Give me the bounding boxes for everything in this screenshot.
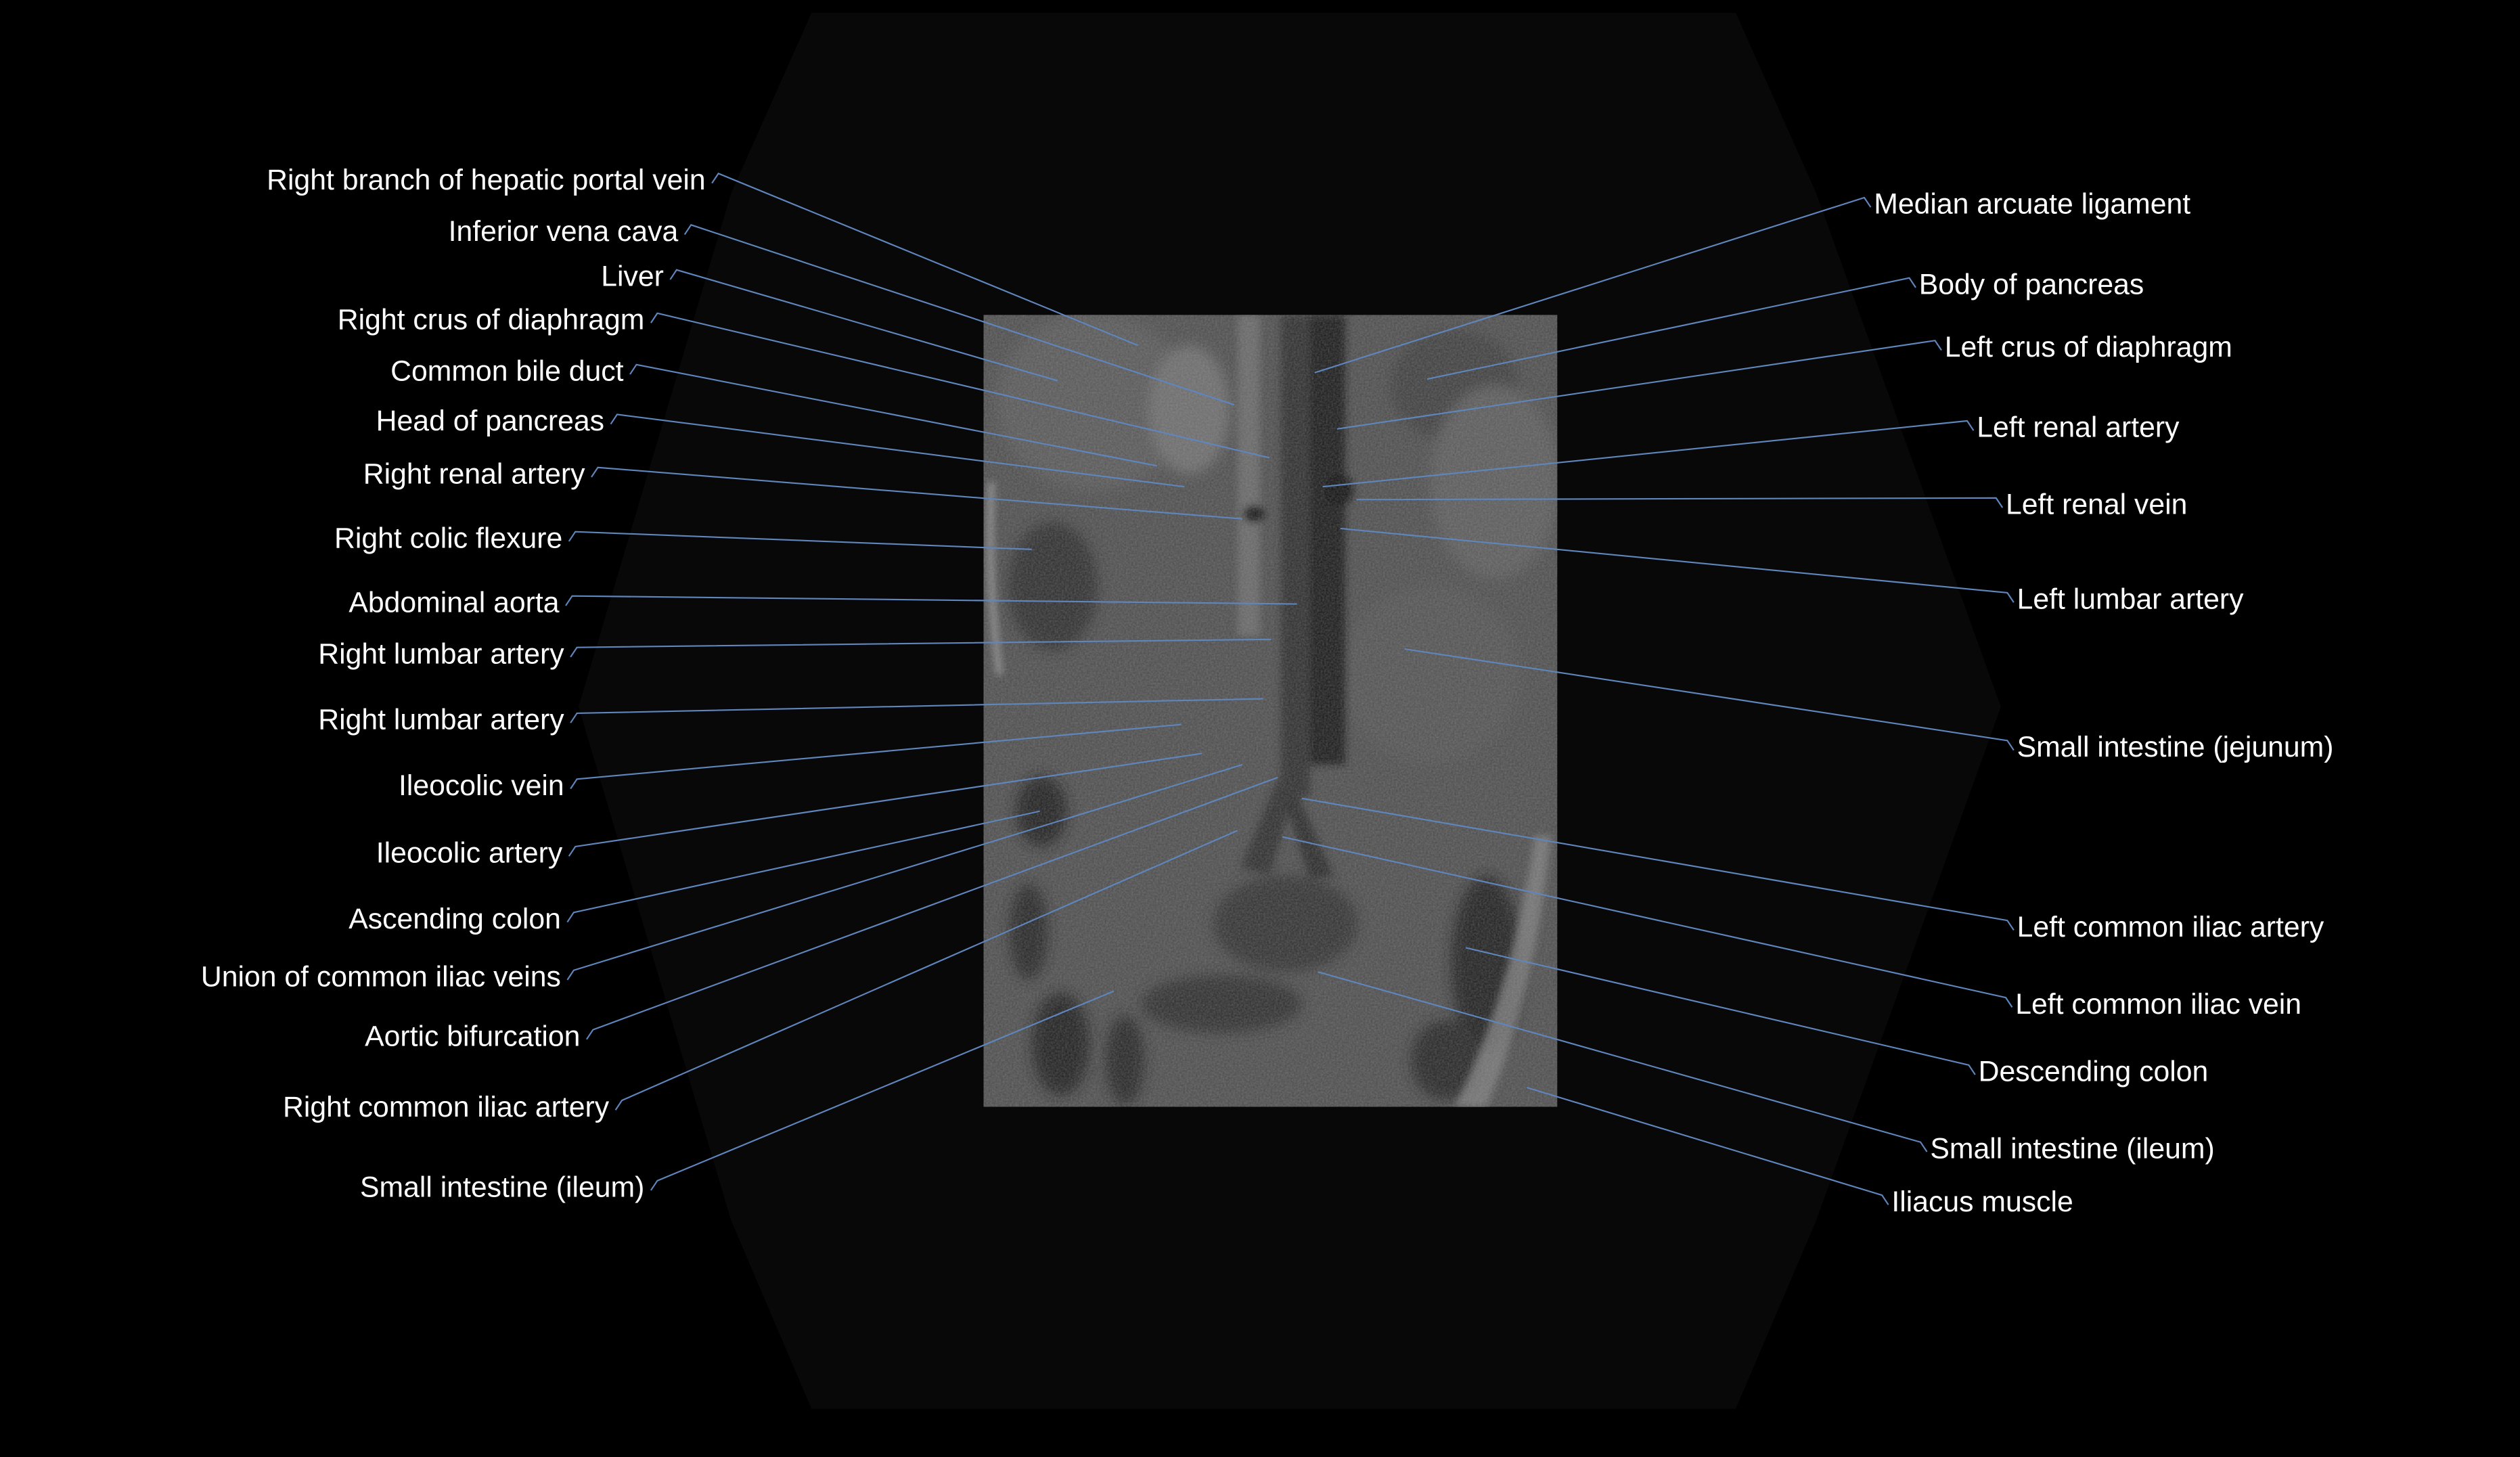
- label-inferior-vena-cava: Inferior vena cava: [449, 215, 679, 248]
- leader-line-right-common-iliac-artery: [614, 830, 1238, 1111]
- label-right-lumbar-artery: Right lumbar artery: [318, 704, 564, 736]
- leader-line-small-intestine-ileum: [650, 990, 1115, 1191]
- label-small-intestine-ileum: Small intestine (ileum): [1930, 1132, 2214, 1165]
- leader-line-inferior-vena-cava: [683, 224, 1235, 406]
- label-left-renal-vein: Left renal vein: [2006, 489, 2187, 521]
- label-left-crus-of-diaphragm: Left crus of diaphragm: [1945, 331, 2232, 363]
- leader-line-left-renal-vein: [1356, 497, 2004, 508]
- leader-line-union-of-common-iliac-veins: [566, 763, 1243, 981]
- label-right-lumbar-artery: Right lumbar artery: [318, 637, 564, 670]
- label-left-common-iliac-vein: Left common iliac vein: [2015, 988, 2301, 1021]
- label-head-of-pancreas: Head of pancreas: [376, 405, 604, 437]
- label-abdominal-aorta: Abdominal aorta: [348, 586, 559, 619]
- label-left-renal-artery: Left renal artery: [1977, 411, 2180, 444]
- label-union-of-common-iliac-veins: Union of common iliac veins: [201, 960, 561, 993]
- label-left-common-iliac-artery: Left common iliac artery: [2017, 911, 2324, 943]
- leader-line-iliacus-muscle: [1526, 1087, 1889, 1205]
- label-right-branch-of-hepatic-portal-vein: Right branch of hepatic portal vein: [267, 164, 705, 196]
- mri-coronal-slice: [983, 315, 1558, 1107]
- leader-line-right-crus-of-diaphragm: [650, 312, 1270, 459]
- label-right-common-iliac-artery: Right common iliac artery: [283, 1091, 610, 1123]
- label-aortic-bifurcation: Aortic bifurcation: [365, 1020, 580, 1052]
- label-ascending-colon: Ascending colon: [348, 903, 561, 935]
- leader-line-left-lumbar-artery: [1340, 527, 2015, 603]
- leader-line-small-intestine-jejunum: [1404, 648, 2015, 751]
- label-iliacus-muscle: Iliacus muscle: [1891, 1186, 2073, 1218]
- label-body-of-pancreas: Body of pancreas: [1919, 268, 2144, 300]
- leader-line-right-branch-of-hepatic-portal-vein: [711, 173, 1138, 346]
- leader-line-ileocolic-vein: [570, 723, 1182, 790]
- leader-line-abdominal-aorta: [565, 595, 1297, 606]
- leader-line-descending-colon: [1465, 947, 1976, 1075]
- leader-line-left-common-iliac-artery: [1301, 797, 2015, 931]
- structure-labels: Right branch of hepatic portal veinInfer…: [201, 164, 2334, 1218]
- label-small-intestine-ileum: Small intestine (ileum): [360, 1171, 644, 1203]
- label-left-lumbar-artery: Left lumbar artery: [2017, 583, 2244, 616]
- label-right-renal-artery: Right renal artery: [363, 458, 585, 491]
- label-small-intestine-jejunum: Small intestine (jejunum): [2017, 731, 2334, 763]
- leader-line-head-of-pancreas: [610, 413, 1185, 488]
- leader-line-left-common-iliac-vein: [1282, 836, 2013, 1008]
- leader-line-median-arcuate-ligament: [1314, 196, 1872, 374]
- leader-line-aortic-bifurcation: [585, 776, 1278, 1040]
- leader-line-liver: [669, 269, 1058, 382]
- leader-line-right-lumbar-artery: [570, 638, 1272, 658]
- label-descending-colon: Descending colon: [1979, 1056, 2209, 1088]
- leader-line-common-bile-duct: [629, 363, 1158, 467]
- leader-line-left-crus-of-diaphragm: [1336, 340, 1942, 430]
- label-right-colic-flexure: Right colic flexure: [334, 522, 562, 554]
- leader-line-right-renal-artery: [591, 466, 1242, 520]
- label-median-arcuate-ligament: Median arcuate ligament: [1874, 188, 2190, 221]
- label-ileocolic-artery: Ileocolic artery: [376, 837, 563, 870]
- leader-line-small-intestine-ileum: [1318, 971, 1928, 1152]
- label-right-crus-of-diaphragm: Right crus of diaphragm: [338, 304, 645, 336]
- leader-line-body-of-pancreas: [1426, 277, 1916, 380]
- leader-line-ileocolic-artery: [568, 753, 1202, 857]
- leader-line-right-colic-flexure: [568, 531, 1032, 550]
- label-ileocolic-vein: Ileocolic vein: [399, 769, 564, 802]
- leader-lines: [565, 173, 2015, 1205]
- leader-line-left-renal-artery: [1322, 420, 1975, 488]
- leader-line-ascending-colon: [566, 810, 1040, 923]
- label-liver: Liver: [601, 261, 664, 293]
- label-common-bile-duct: Common bile duct: [390, 355, 623, 388]
- leader-line-right-lumbar-artery: [570, 698, 1263, 723]
